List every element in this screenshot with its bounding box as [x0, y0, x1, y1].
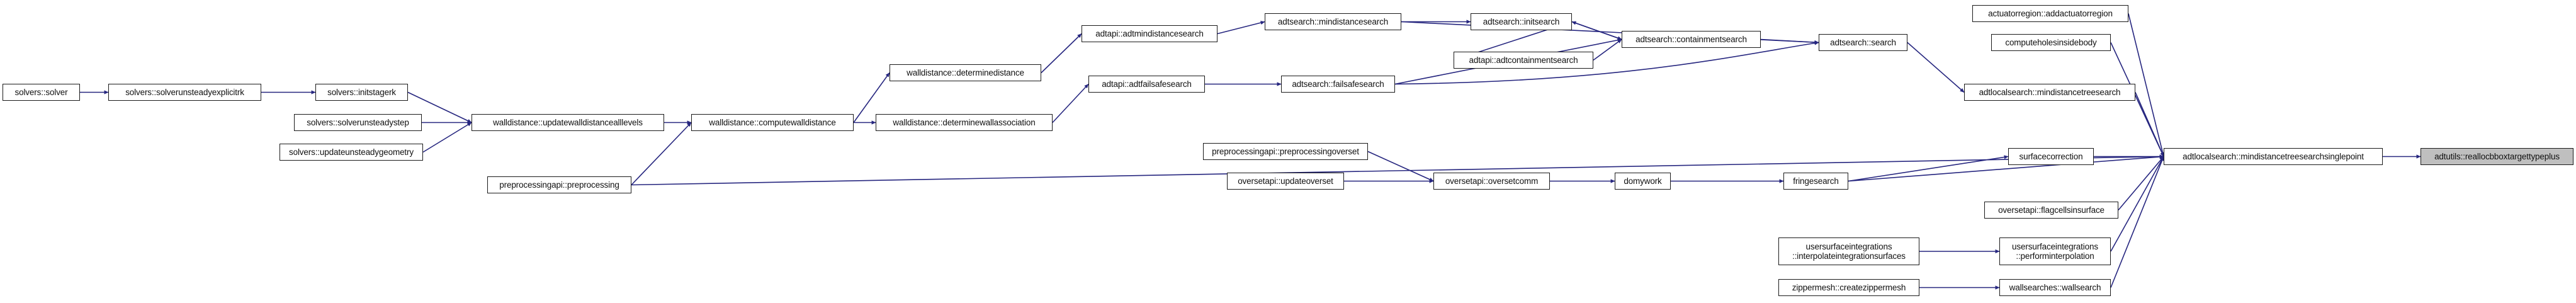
graph-node[interactable]: wallsearches::wallsearch [1999, 279, 2111, 296]
graph-node-label: preprocessingapi::preprocessing [499, 180, 619, 190]
graph-node-label: actuatorregion::addactuatorregion [1988, 8, 2113, 18]
graph-node[interactable]: fringesearch [1783, 173, 1848, 190]
graph-node[interactable]: adtsearch::initsearch [1471, 13, 1572, 30]
graph-node[interactable]: solvers::updateunsteadygeometry [280, 144, 423, 161]
graph-node-label: solvers::initstagerk [327, 87, 396, 97]
graph-node[interactable]: solvers::solverunsteadyexplicitrk [108, 84, 261, 101]
graph-node-label: adtapi::adtmindistancesearch [1095, 28, 1204, 38]
graph-node-label: adtutils::reallocbboxtargettypeplus [2434, 151, 2560, 161]
graph-node-label: adtlocalsearch::mindistancetreesearchsin… [2183, 151, 2364, 161]
graph-node-label: solvers::solverunsteadystep [307, 117, 409, 127]
graph-node[interactable]: adtsearch::failsafesearch [1281, 76, 1395, 93]
graph-node-label: wallsearches::wallsearch [2009, 282, 2101, 292]
graph-node[interactable]: zippermesh::createzippermesh [1778, 279, 1919, 296]
graph-node[interactable]: adtsearch::mindistancesearch [1265, 13, 1401, 30]
graph-node[interactable]: usersurfaceintegrations ::interpolateint… [1778, 237, 1919, 265]
graph-node-label: solvers::updateunsteadygeometry [289, 147, 414, 157]
graph-node-label: adtsearch::mindistancesearch [1277, 16, 1389, 26]
graph-node-label: solvers::solverunsteadyexplicitrk [125, 87, 244, 97]
graph-node-label: adtapi::adtcontainmentsearch [1469, 55, 1578, 65]
graph-node-label: adtsearch::initsearch [1483, 16, 1560, 26]
graph-node[interactable]: walldistance::updatewalldistancealllevel… [472, 114, 664, 131]
graph-node[interactable]: solvers::initstagerk [315, 84, 408, 101]
graph-node[interactable]: solvers::solver [3, 84, 80, 101]
graph-node-label: adtapi::adtfailsafesearch [1102, 79, 1192, 89]
graph-node-label: usersurfaceintegrations ::interpolateint… [1792, 241, 1906, 261]
graph-node[interactable]: preprocessingapi::preprocessing [487, 176, 631, 193]
graph-node[interactable]: walldistance::determinedistance [890, 64, 1041, 81]
graph-node-label: oversetapi::flagcellsinsurface [1998, 205, 2104, 215]
graph-node[interactable]: preprocessingapi::preprocessingoverset [1203, 143, 1368, 160]
graph-node[interactable]: adtsearch::containmentsearch [1622, 31, 1761, 48]
graph-node-label: preprocessingapi::preprocessingoverset [1212, 146, 1359, 156]
graph-node[interactable]: adtapi::adtcontainmentsearch [1454, 52, 1593, 69]
graph-node-label: walldistance::updatewalldistancealllevel… [493, 117, 643, 127]
graph-node[interactable]: adtutils::reallocbboxtargettypeplus [2421, 148, 2573, 165]
graph-node[interactable]: domywork [1615, 173, 1671, 190]
graph-node[interactable]: oversetapi::updateoverset [1227, 173, 1344, 190]
graph-node[interactable]: adtlocalsearch::mindistancetreesearch [1964, 84, 2135, 101]
graph-node[interactable]: adtlocalsearch::mindistancetreesearchsin… [2164, 148, 2383, 165]
graph-node[interactable]: oversetapi::flagcellsinsurface [1984, 202, 2118, 219]
graph-node-label: walldistance::determinedistance [907, 67, 1024, 77]
graph-node-label: domywork [1624, 176, 1662, 186]
graph-node[interactable]: walldistance::determinewallassociation [876, 114, 1053, 131]
graph-node-label: walldistance::determinewallassociation [893, 117, 1036, 127]
graph-node-label: adtlocalsearch::mindistancetreesearch [1979, 87, 2121, 97]
graph-node-label: surfacecorrection [2019, 151, 2083, 161]
graph-node-label: adtsearch::search [1830, 37, 1896, 47]
graph-node-label: walldistance::computewalldistance [709, 117, 836, 127]
graph-node-label: usersurfaceintegrations ::performinterpo… [2012, 241, 2098, 261]
graph-node[interactable]: actuatorregion::addactuatorregion [1972, 5, 2128, 22]
graph-node[interactable]: adtsearch::search [1819, 34, 1907, 51]
graph-node-label: zippermesh::createzippermesh [1792, 282, 1906, 292]
graph-node[interactable]: surfacecorrection [2008, 148, 2094, 165]
graph-node-label: fringesearch [1793, 176, 1839, 186]
graph-node[interactable]: computeholesinsidebody [1991, 34, 2111, 51]
graph-node-label: computeholesinsidebody [2005, 37, 2097, 47]
graph-node-label: adtsearch::containmentsearch [1635, 34, 1747, 44]
graph-node[interactable]: solvers::solverunsteadystep [294, 114, 422, 131]
graph-node-label: adtsearch::failsafesearch [1292, 79, 1384, 89]
graph-node-label: oversetapi::oversetcomm [1445, 176, 1539, 186]
graph-node[interactable]: adtapi::adtmindistancesearch [1082, 25, 1217, 42]
graph-node[interactable]: adtapi::adtfailsafesearch [1088, 76, 1205, 93]
graph-node-label: solvers::solver [14, 87, 68, 97]
graph-node[interactable]: usersurfaceintegrations ::performinterpo… [1999, 237, 2111, 265]
graph-node[interactable]: walldistance::computewalldistance [691, 114, 854, 131]
graph-node[interactable]: oversetapi::oversetcomm [1433, 173, 1550, 190]
graph-node-label: oversetapi::updateoverset [1238, 176, 1333, 186]
